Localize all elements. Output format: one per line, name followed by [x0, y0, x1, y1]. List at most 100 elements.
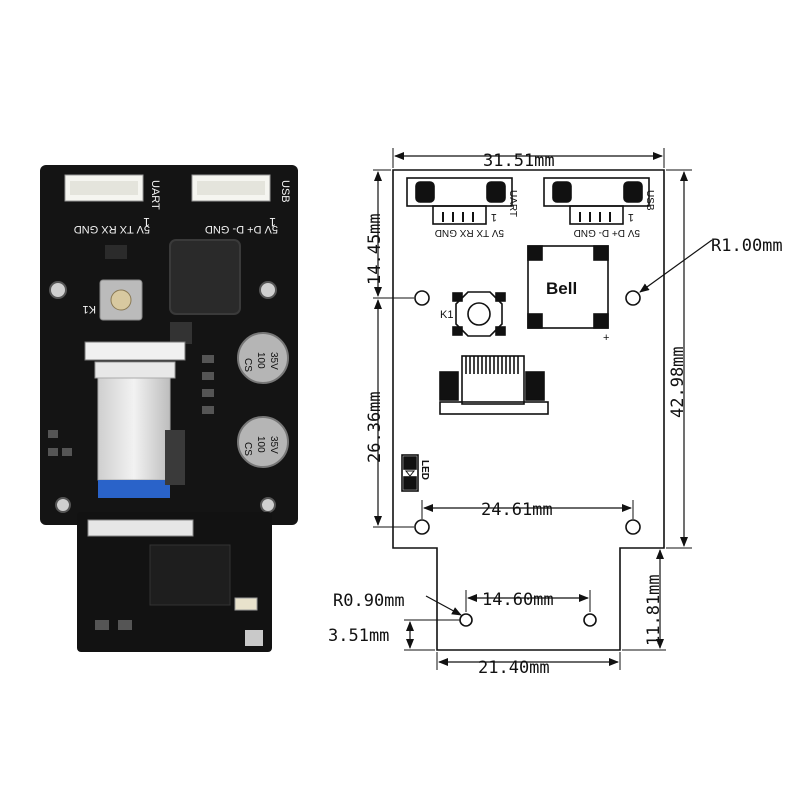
- usb-pad: [552, 181, 572, 203]
- buzzer-pad: [593, 245, 609, 261]
- cap1-text-1: CS: [242, 358, 253, 372]
- resistor: [202, 372, 214, 380]
- capacitor: [237, 416, 289, 468]
- button-pad: [452, 326, 463, 336]
- fpc-anchor-pad: [525, 371, 545, 401]
- leader-hole-radius: [425, 595, 462, 616]
- dim-text-width-top: 31.51mm: [483, 151, 555, 171]
- uart-pins-label: 5V TX RX GND: [435, 227, 504, 238]
- buzzer-pad: [527, 245, 543, 261]
- button-footprint: [455, 291, 503, 337]
- fpc-footprint: [461, 355, 525, 405]
- uart-pin-box: [432, 205, 487, 225]
- cap2-text-1: CS: [242, 442, 253, 456]
- mount-hole: [49, 281, 67, 299]
- chip: [170, 322, 192, 344]
- led-label: LED: [419, 460, 430, 480]
- mounting-hole: [625, 519, 641, 535]
- uart-pin1-label: 1: [491, 211, 497, 223]
- dim-text-hole-radius: R0.90mm: [333, 591, 405, 611]
- resistor: [95, 620, 109, 630]
- dim-text-left-top-offset: 14.45mm: [365, 213, 385, 285]
- capacitor: [237, 332, 289, 384]
- button-pad: [495, 292, 506, 302]
- board-outline: [392, 169, 665, 651]
- uart-silk-label: UART: [149, 180, 161, 210]
- resistor: [62, 448, 72, 456]
- button-pad: [495, 326, 506, 336]
- button-actuator: [467, 302, 491, 326]
- mount-hole: [259, 281, 277, 299]
- dim-text-bottom-hole-offset: 3.51mm: [328, 626, 389, 646]
- fpc-latch: [94, 361, 176, 379]
- button-silk-label: K1: [83, 303, 96, 315]
- resistor: [48, 448, 58, 456]
- mount-hole: [55, 497, 71, 513]
- usb-label: USB: [644, 190, 655, 211]
- buzzer-label: Bell: [546, 279, 577, 298]
- usb-pin1-label: 1: [628, 211, 634, 223]
- resistor: [118, 620, 132, 630]
- buzzer-plus-mark: +: [603, 332, 609, 344]
- uart-pin1-silk: 1: [143, 215, 150, 229]
- led-pad: [403, 476, 417, 490]
- pcb-photo: UART USB 1 1 5V TX RX GND 5V D+ D- GND K…: [40, 165, 298, 652]
- buzzer-pad: [593, 313, 609, 329]
- buzzer-footprint: [527, 245, 609, 329]
- chip: [165, 430, 185, 485]
- fpc-anchor-pad: [439, 371, 459, 401]
- mounting-hole: [414, 519, 430, 535]
- cap2-text-2: 100: [255, 436, 266, 453]
- usb-pins-silk: 5V D+ D- GND: [205, 223, 278, 235]
- uart-label: UART: [507, 190, 518, 217]
- cap1-text-3: 35V: [268, 352, 279, 370]
- chip: [105, 245, 127, 259]
- drawing-labels: UART USB 1 1 5V TX RX GND 5V D+ D- GND B…: [328, 151, 783, 678]
- uart-connector-slot: [70, 181, 138, 195]
- mounting-hole-small: [583, 613, 597, 627]
- cap2-text-3: 35V: [268, 436, 279, 454]
- ribbon-cable-stiffener: [98, 480, 170, 498]
- buzzer-pad: [527, 313, 543, 329]
- resistor: [202, 406, 214, 414]
- pad: [245, 630, 263, 646]
- dim-text-hole-spacing-narrow: 14.60mm: [482, 590, 554, 610]
- resistor: [48, 430, 58, 438]
- camera-fpc-connector: [87, 519, 194, 537]
- mounting-hole: [625, 290, 641, 306]
- led-pad: [403, 456, 417, 470]
- dim-text-left-hole-spacing: 26.36mm: [365, 391, 385, 463]
- dim-text-hole-spacing-wide: 24.61mm: [481, 500, 553, 520]
- mounting-hole: [414, 290, 430, 306]
- usb-pin1-silk: 1: [269, 215, 276, 229]
- uart-pad: [486, 181, 506, 203]
- ribbon-cable: [97, 377, 171, 481]
- dim-text-corner-radius: R1.00mm: [711, 236, 783, 256]
- push-button-cap: [110, 289, 132, 311]
- camera-chip: [149, 544, 231, 606]
- fpc-connector: [84, 341, 186, 361]
- uart-pins-silk: 5V TX RX GND: [74, 223, 150, 235]
- usb-pin-box: [569, 205, 624, 225]
- technical-drawing: [373, 148, 713, 670]
- button-label: K1: [440, 309, 453, 321]
- dim-text-bottom-width: 21.40mm: [478, 658, 550, 678]
- leader-corner-radius: [639, 239, 713, 293]
- usb-silk-label: USB: [279, 180, 291, 203]
- dim-text-height-total: 42.98mm: [668, 346, 688, 418]
- cap1-text-2: 100: [255, 352, 266, 369]
- usb-pins-label: 5V D+ D- GND: [574, 227, 640, 238]
- led-footprint: [401, 454, 419, 492]
- resistor: [202, 389, 214, 397]
- led-diode-mark: [404, 470, 416, 477]
- mounting-hole-small: [459, 613, 473, 627]
- mount-hole: [260, 497, 276, 513]
- usb-pad: [623, 181, 643, 203]
- buzzer: [169, 239, 241, 315]
- crystal: [234, 597, 258, 611]
- resistor: [202, 355, 214, 363]
- uart-pad: [415, 181, 435, 203]
- fpc-body: [439, 401, 549, 415]
- button-pad: [452, 292, 463, 302]
